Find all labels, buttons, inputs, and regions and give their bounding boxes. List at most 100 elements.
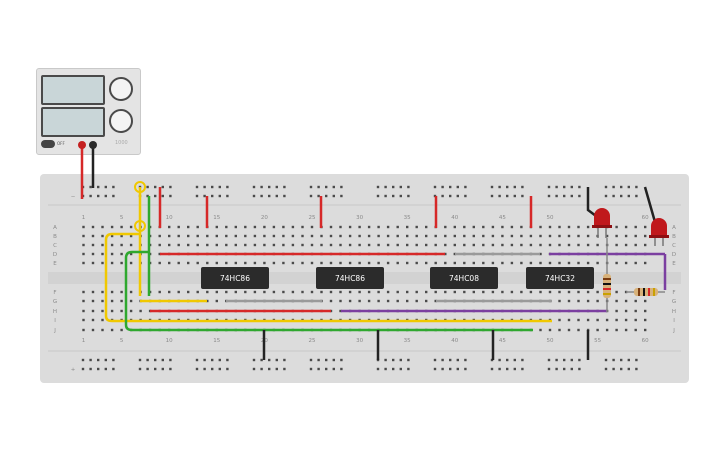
breadboard-hole <box>348 299 352 303</box>
breadboard-hole <box>567 290 571 294</box>
led-1[interactable] <box>592 208 612 238</box>
breadboard-hole <box>634 328 637 332</box>
breadboard-hole <box>548 261 552 265</box>
breadboard-hole <box>596 290 599 294</box>
breadboard-hole <box>177 261 180 265</box>
input-a-probe[interactable] <box>134 181 146 193</box>
ic-chip-2[interactable]: 74HC86 <box>316 267 384 289</box>
breadboard-hole <box>377 261 380 265</box>
breadboard-hole <box>367 234 371 238</box>
breadboard-hole <box>498 194 501 198</box>
breadboard-hole <box>456 194 459 198</box>
breadboard-hole <box>501 261 504 265</box>
ic-chip-3[interactable]: 74HC08 <box>430 267 498 289</box>
breadboard-hole <box>120 290 123 294</box>
breadboard-hole <box>82 299 85 303</box>
breadboard-hole <box>325 194 328 198</box>
current-knob[interactable] <box>109 109 133 133</box>
breadboard-hole <box>203 358 206 362</box>
led-2[interactable] <box>649 218 669 246</box>
column-label-top: 40 <box>451 215 458 221</box>
breadboard-hole <box>615 261 618 265</box>
breadboard-hole <box>177 225 180 229</box>
column-label-bottom: 50 <box>546 338 553 344</box>
row-label-left: D <box>53 252 57 258</box>
breadboard-hole <box>244 234 247 238</box>
breadboard-hole <box>146 367 149 371</box>
column-label-bottom: 55 <box>594 338 601 344</box>
ic-chip-1[interactable]: 74HC86 <box>201 267 269 289</box>
breadboard-hole <box>407 185 410 189</box>
resistor-horizontal[interactable] <box>626 288 665 296</box>
breadboard-hole <box>464 194 467 198</box>
power-supply-brand: 1000 <box>115 140 128 146</box>
resistor-vertical[interactable] <box>603 238 611 312</box>
breadboard-hole <box>586 318 590 322</box>
column-label-bottom: 60 <box>642 338 649 344</box>
breadboard-hole <box>501 243 504 247</box>
breadboard-hole <box>101 299 104 303</box>
breadboard-hole <box>218 185 221 189</box>
breadboard-hole <box>206 243 209 247</box>
wire-black-led-2[interactable] <box>643 186 657 223</box>
breadboard-hole <box>520 261 523 265</box>
breadboard-hole <box>203 367 206 371</box>
wire-green-loop[interactable] <box>124 250 533 332</box>
breadboard-hole <box>567 318 571 322</box>
breadboard-hole <box>195 367 199 371</box>
breadboard-hole <box>91 299 95 303</box>
breadboard-hole <box>434 243 437 247</box>
ic-chip-4[interactable]: 74HC32 <box>526 267 594 289</box>
psu-negative-terminal[interactable] <box>89 141 97 149</box>
breadboard-hole <box>348 290 352 294</box>
breadboard-hole <box>110 243 114 247</box>
power-switch[interactable] <box>41 140 55 148</box>
breadboard-hole <box>120 309 123 313</box>
breadboard-hole <box>635 367 638 371</box>
wire-yellow-loop[interactable] <box>104 232 552 323</box>
breadboard-hole <box>586 290 590 294</box>
input-b-probe[interactable] <box>134 220 146 232</box>
breadboard-hole <box>627 367 630 371</box>
breadboard-hole <box>82 318 85 322</box>
wire-black-led-1[interactable] <box>586 187 597 217</box>
breadboard-hole <box>586 261 590 265</box>
breadboard-hole <box>120 252 123 256</box>
column-label-top: 45 <box>499 215 506 221</box>
breadboard-hole <box>282 234 285 238</box>
breadboard-hole <box>91 225 95 229</box>
breadboard-hole <box>129 309 133 313</box>
voltage-knob[interactable] <box>109 77 133 101</box>
breadboard-hole <box>161 185 164 189</box>
breadboard-hole <box>89 194 92 198</box>
breadboard-hole <box>472 243 475 247</box>
psu-positive-terminal[interactable] <box>78 141 86 149</box>
breadboard-hole <box>415 234 418 238</box>
breadboard-hole <box>396 261 399 265</box>
breadboard-hole <box>203 194 206 198</box>
breadboard-hole <box>187 243 190 247</box>
breadboard-hole <box>325 185 328 189</box>
breadboard-hole <box>268 185 271 189</box>
breadboard-hole <box>234 290 237 294</box>
breadboard-hole <box>624 299 628 303</box>
breadboard-hole <box>177 290 180 294</box>
breadboard-hole <box>548 225 552 229</box>
breadboard-hole <box>634 261 637 265</box>
breadboard-hole <box>234 234 237 238</box>
breadboard-hole <box>433 358 437 362</box>
breadboard-hole <box>301 225 304 229</box>
breadboard-hole <box>129 290 133 294</box>
breadboard-hole <box>263 290 266 294</box>
breadboard-hole <box>624 318 628 322</box>
breadboard-hole <box>377 234 380 238</box>
breadboard-hole <box>376 185 380 189</box>
breadboard-hole <box>482 290 485 294</box>
breadboard-hole <box>310 225 314 229</box>
breadboard-hole <box>225 243 228 247</box>
breadboard-hole <box>441 194 444 198</box>
breadboard-hole <box>283 185 286 189</box>
breadboard-hole <box>154 367 157 371</box>
breadboard-hole <box>253 243 257 247</box>
breadboard-hole <box>82 225 85 229</box>
